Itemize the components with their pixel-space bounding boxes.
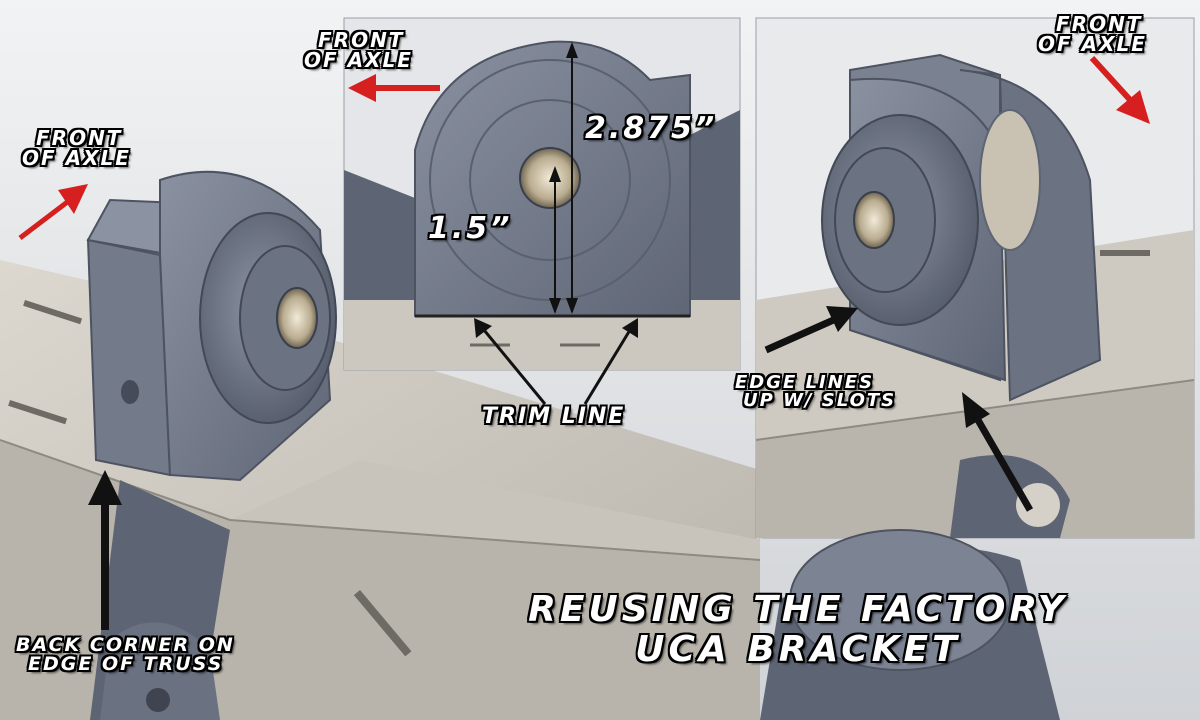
dimension-total-label: 2.875” xyxy=(585,111,718,146)
truss-slot xyxy=(23,300,83,325)
label-line: OF AXLE xyxy=(304,48,413,72)
bracket-side-plate xyxy=(86,238,172,477)
title-line-1: Reusing the Factory xyxy=(528,589,1068,630)
black-arrow-edge-upper xyxy=(764,306,858,354)
base-boss-top xyxy=(789,529,1011,671)
left-truss-scene xyxy=(0,260,761,720)
lower-arm-boss xyxy=(100,622,220,720)
right-truss-slot xyxy=(1100,250,1150,256)
label-line: OF AXLE xyxy=(1038,32,1147,56)
label-line: UP W/ SLOTS xyxy=(743,390,897,411)
inset-ring-mid xyxy=(469,99,631,261)
back-corner-label: BACK CORNER ON EDGE OF TRUSS xyxy=(16,636,235,674)
label-line: FRONT xyxy=(1056,12,1143,36)
arm-bolt-hole xyxy=(146,688,170,712)
black-arrow-edge-lower xyxy=(962,392,1034,512)
bushing-bore xyxy=(276,287,318,349)
trim-line-label: Trim Line xyxy=(482,404,626,429)
right-bushing-bore xyxy=(853,191,895,249)
label-line: EDGE LINES xyxy=(735,372,875,393)
truss-slot xyxy=(353,590,412,657)
black-arrow-back-corner xyxy=(88,470,122,630)
right-bracket-side-plate xyxy=(959,69,1102,402)
edge-lines-label: EDGE LINES UP W/ SLOTS xyxy=(735,374,896,410)
red-arrow-center xyxy=(348,74,440,102)
inset-arm-right xyxy=(680,110,740,330)
left-uca-bracket xyxy=(86,170,337,482)
dimension-center-label: 1.5” xyxy=(428,211,513,246)
label-line: FRONT xyxy=(36,126,123,150)
label-line: BACK CORNER ON xyxy=(16,634,235,656)
bracket-bolt-hole xyxy=(121,380,139,404)
black-arrow-trim-left xyxy=(474,318,547,405)
factory-bracket-base xyxy=(760,529,1060,720)
red-arrow-left xyxy=(18,184,88,240)
diagram-title: Reusing the Factory UCA Bracket xyxy=(478,592,1118,668)
red-arrow-right xyxy=(1089,55,1150,124)
truss-slot xyxy=(8,400,68,425)
label-line: FRONT xyxy=(318,28,405,52)
label-line: EDGE OF TRUSS xyxy=(28,653,224,675)
right-bushing-sleeve xyxy=(979,109,1041,251)
black-arrow-trim-right xyxy=(583,318,638,405)
truss-ridge xyxy=(230,460,760,560)
center-inset xyxy=(343,17,741,371)
front-of-axle-left-label: FRONT OF AXLE xyxy=(22,128,131,168)
inset-arm-left xyxy=(344,170,420,330)
front-of-axle-center-label: FRONT OF AXLE xyxy=(304,30,413,70)
inset-bore xyxy=(519,147,581,209)
title-line-2: UCA Bracket xyxy=(635,629,961,670)
label-line: OF AXLE xyxy=(22,146,131,170)
front-of-axle-right-label: FRONT OF AXLE xyxy=(1038,14,1147,54)
right-arm-hole xyxy=(1016,483,1060,527)
right-inset xyxy=(755,17,1195,540)
